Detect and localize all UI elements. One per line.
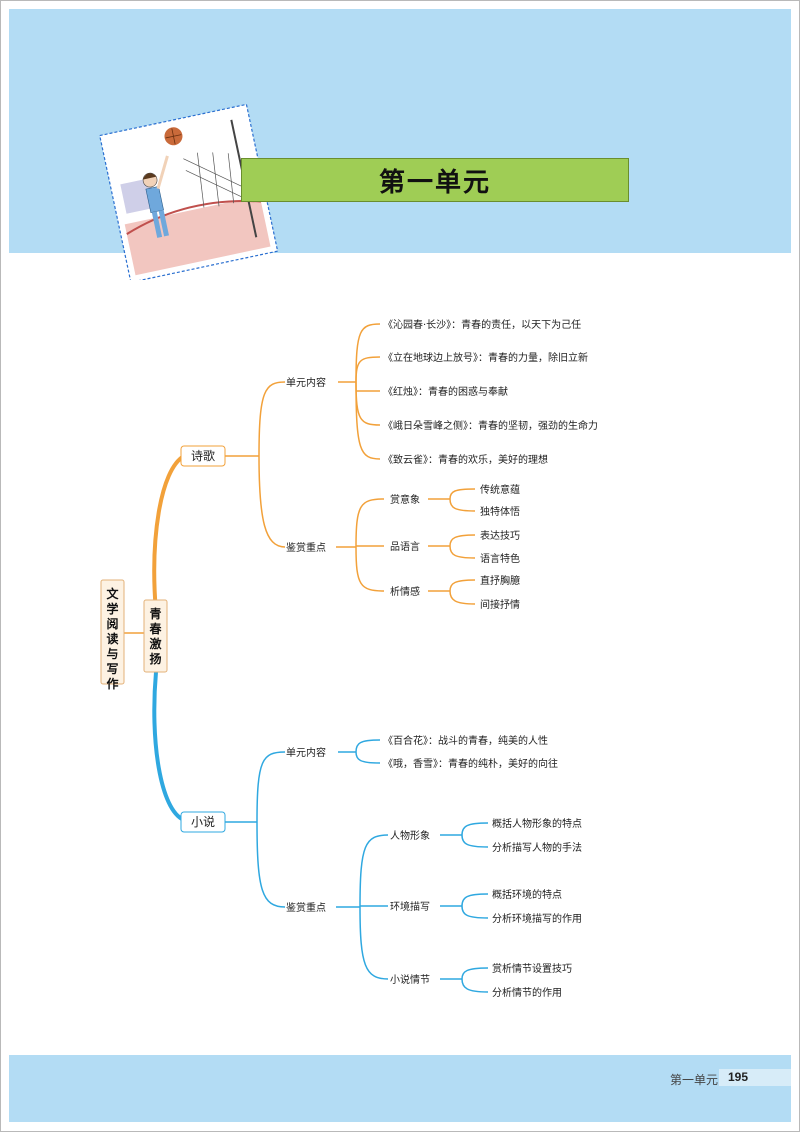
root-label: 文学阅读与写作: [106, 586, 119, 691]
poetry-content-item: 《沁园春·长沙》：青春的责任，以天下为己任: [383, 318, 581, 331]
poetry-content-label: 单元内容: [286, 376, 326, 389]
poetry-focus-item: 表达技巧: [480, 529, 520, 542]
footer-band: [9, 1055, 791, 1122]
page-number-tab: [719, 1069, 791, 1086]
poetry-focus-item: 独特体悟: [480, 505, 520, 518]
novel-focus-label: 鉴赏重点: [286, 901, 326, 914]
novel-focus-item: 赏析情节设置技巧: [492, 962, 572, 975]
novel-focus-item: 分析情节的作用: [492, 986, 562, 999]
poetry-focus-item: 传统意蕴: [480, 483, 520, 496]
unit-title-bar: 第一单元: [241, 158, 629, 202]
novel-label: 小说: [191, 814, 215, 829]
root-box: [100, 579, 125, 685]
novel-box: [180, 811, 226, 833]
novel-content-item: 《百合花》：战斗的青春，纯美的人性: [383, 734, 548, 747]
unit-title: 第一单元: [378, 167, 491, 198]
novel-focus-item: 分析描写人物的手法: [492, 841, 582, 854]
poetry-focus-item: 间接抒情: [480, 598, 520, 611]
poetry-focus-group: 赏意象: [390, 493, 420, 506]
poetry-box: [180, 445, 226, 467]
novel-focus-item: 概括环境的特点: [492, 888, 562, 901]
poetry-label: 诗歌: [191, 448, 215, 463]
novel-focus-item: 分析环境描写的作用: [492, 912, 582, 925]
poetry-content-item: 《致云雀》：青春的欢乐，美好的理想: [383, 453, 548, 466]
poetry-focus-item: 语言特色: [480, 552, 520, 565]
novel-content-label: 单元内容: [286, 746, 326, 759]
poetry-branch: [152, 454, 186, 613]
page-number: 195: [728, 1070, 749, 1084]
poetry-focus-group: 析情感: [390, 585, 420, 598]
poetry-focus-item: 直抒胸臆: [480, 574, 520, 587]
novel-focus-group: 人物形象: [390, 829, 430, 842]
poetry-content-item: 《峨日朵雪峰之侧》：青春的坚韧，强劲的生命力: [383, 419, 598, 432]
novel-focus-item: 概括人物形象的特点: [492, 817, 582, 830]
footer-unit-label: 第一单元: [670, 1073, 719, 1087]
poetry-content-item: 《立在地球边上放号》：青春的力量，除旧立新: [383, 351, 588, 364]
poetry-focus-label: 鉴赏重点: [286, 541, 326, 554]
poetry-content-item: 《红烛》：青春的困惑与奉献: [383, 385, 508, 398]
novel-content-item: 《哦，香雪》：青春的纯朴，美好的向往: [383, 757, 558, 770]
novel-focus-group: 环境描写: [390, 900, 430, 913]
poetry-focus-group: 品语言: [390, 540, 420, 553]
theme-label: 青春激扬: [148, 606, 162, 666]
theme-box: [143, 599, 168, 673]
novel-branch: [152, 671, 186, 822]
novel-focus-group: 小说情节: [390, 973, 430, 986]
